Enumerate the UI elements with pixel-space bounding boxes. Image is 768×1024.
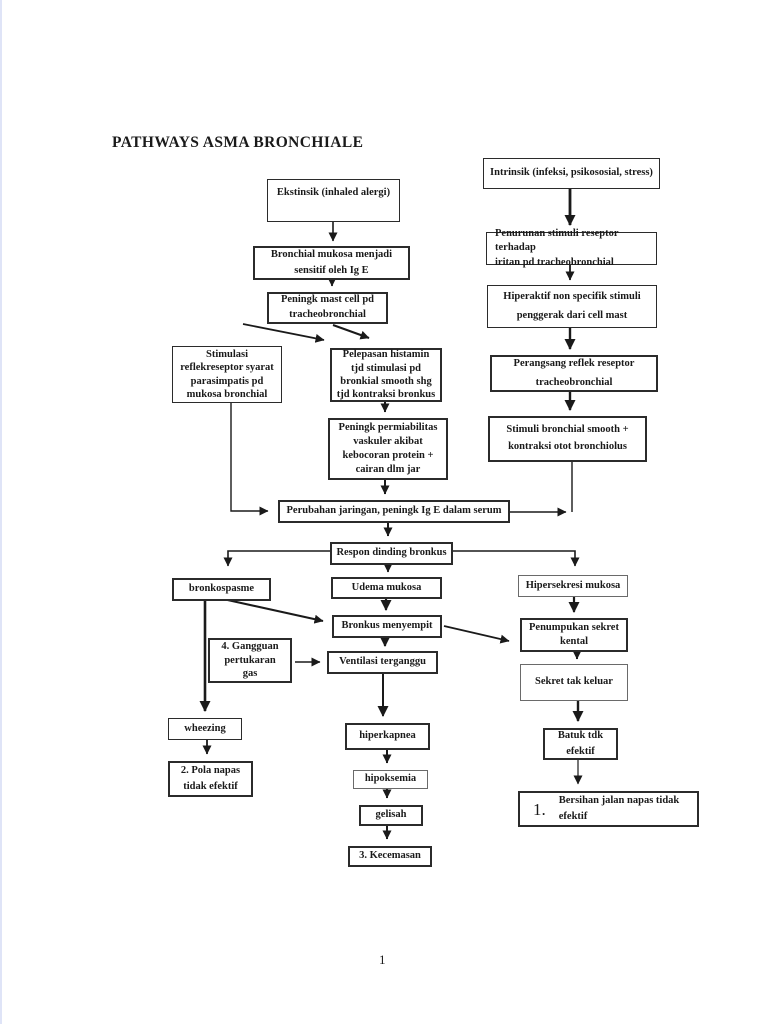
node-bronkospasme: bronkospasme <box>172 578 271 601</box>
node-penurunan-stimuli: Penurunan stimuli reseptor terhadap irit… <box>486 228 657 268</box>
page-number: 1 <box>379 952 386 967</box>
node-bronkus-menyempit: Bronkus menyempit <box>332 615 442 638</box>
node-ventilasi-terganggu: Ventilasi terganggu <box>327 651 438 674</box>
node-hipoksemia: hipoksemia <box>353 770 428 789</box>
node-stimulasi-reflekreseptor: Stimulasi reflekreseptor syarat parasimp… <box>172 346 282 403</box>
node-gelisah: gelisah <box>359 805 423 826</box>
node-bersihan-jalan-napas: 1. Bersihan jalan napas tidak efektif <box>518 791 699 827</box>
node-peningk-mast-cell: Peningk mast cell pd tracheobronchial <box>267 292 388 324</box>
arrow-peningk-mast-to-pelepasan <box>332 324 370 340</box>
node-respon-dinding-bronkus: Respon dinding bronkus <box>330 542 453 565</box>
node-gangguan-pertukaran-gas: 4. Gangguan pertukaran gas <box>208 638 292 683</box>
node-bronchial-mukosa: Bronchial mukosa menjadi sensitif oleh I… <box>253 246 410 280</box>
node-pola-napas-tidak-efektif: 2. Pola napas tidak efektif <box>168 761 253 797</box>
node-perubahan-jaringan: Perubahan jaringan, peningk Ig E dalam s… <box>278 500 510 523</box>
diagnosis-number: 1. <box>533 799 546 819</box>
node-kecemasan: 3. Kecemasan <box>348 846 432 867</box>
node-batuk-tdk-efektif: Batuk tdk efektif <box>543 728 618 760</box>
node-perangsang-reflek: Perangsang reflek reseptor tracheobronch… <box>490 355 658 392</box>
node-pelepasan-histamin: Pelepasan histamin tjd stimulasi pd bron… <box>330 348 442 402</box>
node-sekret-tak-keluar: Sekret tak keluar <box>520 664 628 701</box>
node-hiperkapnea: hiperkapnea <box>345 723 430 750</box>
arrow-respon-to-bronkospasme <box>223 550 330 567</box>
node-ekstrinsik: Ekstinsik (inhaled alergi) <box>267 179 400 222</box>
scan-edge-tint <box>0 0 2 1024</box>
arrow-respon-to-hipersekresi <box>453 550 580 567</box>
arrow-stimulasi-reflek-to-perubahan <box>230 403 269 516</box>
node-stimuli-bronchial: Stimuli bronchial smooth + kontraksi oto… <box>488 416 647 462</box>
arrow-bronkus-to-penumpukan <box>443 625 510 644</box>
arrow-bronkospasme-to-bronkus-menyempit <box>222 598 324 624</box>
diagnosis-label: Bersihan jalan napas tidak efektif <box>558 795 680 822</box>
node-hipersekresi-mukosa: Hipersekresi mukosa <box>518 575 628 597</box>
node-peningk-permiabilitas: Peningk permiabilitas vaskuler akibat ke… <box>328 418 448 480</box>
arrow-diagonal-left-to-pelepasan <box>242 323 325 343</box>
node-udema-mukosa: Udema mukosa <box>331 577 442 599</box>
node-hiperaktif: Hiperaktif non specifik stimuli penggera… <box>487 285 657 328</box>
node-penumpukan-sekret: Penumpukan sekret kental <box>520 618 628 652</box>
node-wheezing: wheezing <box>168 718 242 740</box>
node-intrinsik: Intrinsik (infeksi, psikososial, stress) <box>483 158 660 189</box>
page-title: PATHWAYS ASMA BRONCHIALE <box>112 134 364 151</box>
